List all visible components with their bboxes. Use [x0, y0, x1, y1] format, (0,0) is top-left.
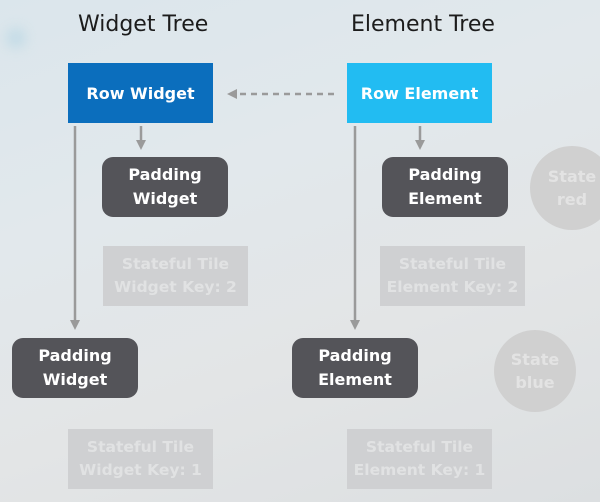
node-label-line: blue [515, 373, 555, 392]
node-label-line: Element Key: 1 [353, 461, 486, 479]
stateful-tile-widget-key-1: Stateful Tile Widget Key: 1 [68, 429, 213, 489]
node-label-line: Stateful Tile [365, 438, 474, 456]
node-label-line: State [510, 350, 560, 369]
node-label-line: Stateful Tile [86, 438, 195, 456]
element-tree-title: Element Tree [351, 12, 495, 37]
state-red-circle: State red [530, 146, 600, 230]
padding-widget-node-top: Padding Widget [102, 157, 228, 217]
node-label-line: Element Key: 2 [386, 278, 519, 296]
background-blur-spot [6, 28, 26, 48]
node-label-line: State [547, 167, 597, 186]
node-label-line: Widget Key: 2 [114, 278, 237, 296]
node-label-line: Element [408, 189, 482, 208]
node-label-line: red [556, 190, 588, 209]
row-element-node: Row Element [347, 63, 492, 123]
widget-tree-title: Widget Tree [78, 12, 209, 37]
node-label-line: Padding [128, 165, 202, 184]
state-blue-circle: State blue [494, 330, 576, 412]
padding-widget-node-bottom: Padding Widget [12, 338, 138, 398]
padding-element-node-top: Padding Element [382, 157, 508, 217]
padding-element-node-bottom: Padding Element [292, 338, 418, 398]
node-label-line: Element [318, 370, 392, 389]
row-widget-label: Row Widget [86, 83, 195, 103]
row-element-label: Row Element [360, 83, 479, 103]
stateful-tile-element-key-1: Stateful Tile Element Key: 1 [347, 429, 492, 489]
node-label-line: Widget Key: 1 [79, 461, 202, 479]
node-label-line: Widget [132, 189, 198, 208]
stateful-tile-widget-key-2: Stateful Tile Widget Key: 2 [103, 246, 248, 306]
node-label-line: Padding [318, 346, 392, 365]
node-label-line: Padding [408, 165, 482, 184]
node-label-line: Padding [38, 346, 112, 365]
stateful-tile-element-key-2: Stateful Tile Element Key: 2 [380, 246, 525, 306]
node-label-line: Stateful Tile [398, 255, 507, 273]
node-label-line: Stateful Tile [121, 255, 230, 273]
node-label-line: Widget [42, 370, 108, 389]
row-widget-node: Row Widget [68, 63, 213, 123]
